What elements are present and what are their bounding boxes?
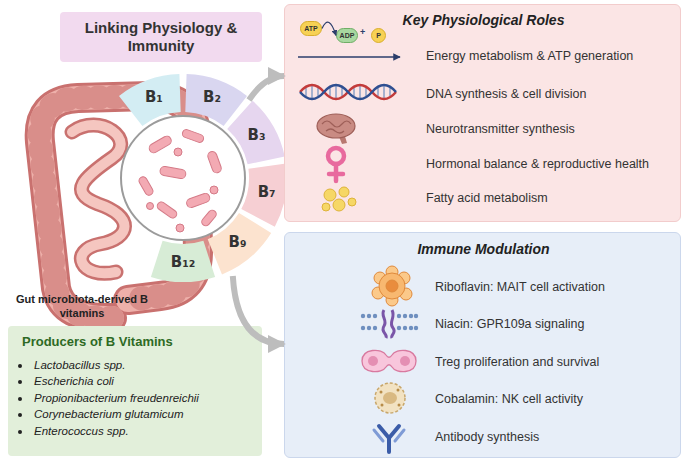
node-text: ADP [340,32,355,39]
node-text: Riboflavin: MAIT cell activation [435,280,605,294]
vitamin-wedge: B₇ [240,162,288,228]
node-text: Propionibacterium freudenreichii [34,392,199,405]
node-text: Corynebacterium glutamicum [34,408,184,421]
connector-arrow [322,22,336,35]
brain-icon [317,114,355,144]
node-text: DNA synthesis & cell division [426,87,586,101]
plus-sign: + [360,27,365,37]
wedge-fill [151,241,215,282]
vitamin-wedge: B₁ [117,73,182,127]
female-symbol-icon [328,148,344,181]
caption-label: Gut microbiota-derived B vitamins [14,292,150,321]
node-text: B₃ [248,127,266,144]
node-heading: Producers of B Vitamins [22,335,173,350]
title-box: Linking Physiology & Immunity [60,12,262,62]
node-text: Cobalamin: NK cell activity [435,392,583,406]
immune-panel: Immune ModulationRiboflavin: MAIT cell a… [284,232,681,458]
node-text: B₇ [258,184,276,201]
adp-bubble: ADP [336,28,358,43]
node-text: B₁ [145,89,163,106]
node-text: B₉ [229,234,247,251]
node-text: Linking Physiology & Immunity [71,19,251,55]
node-text: Energy metabolism & ATP generation [426,49,633,63]
atp-bubble: ATP [300,21,322,36]
producer-box: Producers of B VitaminsLactobacillus spp… [8,326,262,456]
vitamin-wedge: B₉ [206,211,273,276]
vitamin-wedge: B₃ [226,99,286,166]
node-text: Niacin: GPR109a signaling [435,317,584,331]
list-bullets [18,364,22,434]
node-text: Treg proliferation and survival [435,355,599,369]
node-text: B₂ [203,89,221,106]
connector-arrow [233,276,284,344]
wedge-fill [208,213,272,274]
microbe-circle [121,116,245,240]
node-text: Lactobacillus spp. [34,359,125,372]
node-text: Enterococcus spp. [34,425,129,438]
wedge-fill [241,164,287,227]
atp-reaction-arrow [298,57,400,58]
connector-arrow [249,76,284,100]
treg-cell-icon [362,350,416,371]
gpr109a-membrane-icon [361,310,418,338]
dna-icon [300,85,396,99]
nk-cell-icon [375,383,405,413]
vitamin-wedge: B₁₂ [149,239,217,283]
node-text: Fatty acid metabolism [426,191,548,205]
mait-cell-icon [372,266,412,306]
node-text: Hormonal balance & reproductive health [426,157,649,171]
node-text: P [376,32,381,39]
small-intestine [72,125,125,273]
phosphate-bubble: P [371,28,386,43]
node-text: ATP [304,25,317,32]
node-text: Neurotransmitter synthesis [426,122,575,136]
node-heading: Key Physiological Roles [285,12,682,28]
antibody-icon [374,426,404,452]
node-heading: Immune Modulation [285,241,682,257]
wedge-fill [227,101,285,165]
roles-panel: Key Physiological RolesEnergy metabolism… [284,4,681,222]
wedge-fill [119,74,181,126]
node-text: B₁₂ [171,254,196,271]
node-text: Antibody synthesis [435,430,539,444]
node-text: Escherichia coli [34,375,114,388]
fat-droplet-icon [322,187,356,211]
